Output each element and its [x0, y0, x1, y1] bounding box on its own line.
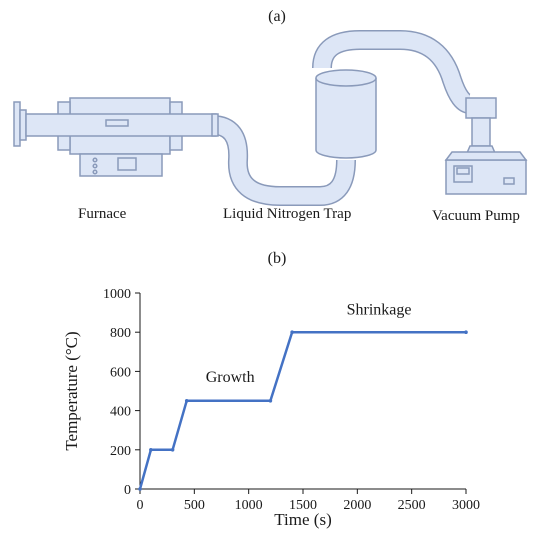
annotation-label: Shrinkage — [347, 302, 412, 319]
x-tick-label: 1000 — [235, 498, 263, 513]
pump-caption: Vacuum Pump — [432, 208, 520, 224]
pump-top — [444, 151, 528, 161]
data-point — [464, 330, 468, 335]
furnace-caption: Furnace — [78, 206, 127, 222]
x-tick-label: 3000 — [452, 498, 480, 513]
x-axis-title: Time (s) — [274, 510, 331, 529]
data-point — [290, 330, 294, 335]
furnace-end-plate — [19, 109, 27, 141]
pump-head — [465, 97, 497, 119]
data-point — [268, 399, 273, 403]
x-tick-label: 500 — [184, 498, 205, 513]
furnace-display — [117, 157, 137, 171]
panel-a-label: (a) — [268, 8, 286, 25]
furnace-tube-window — [105, 119, 129, 127]
furnace-tube-end — [211, 113, 219, 137]
y-tick-label: 600 — [110, 365, 131, 380]
pump-neck — [471, 117, 491, 147]
pump-hose-core — [313, 31, 472, 113]
furnace-end-cap — [13, 101, 21, 147]
temperature-series-line — [138, 330, 466, 490]
data-point — [149, 448, 153, 452]
y-tick-label: 1000 — [103, 287, 131, 302]
furnace-knob — [92, 169, 98, 175]
y-axis-title: Temperature (°C) — [62, 331, 81, 450]
x-tick-label: 1500 — [289, 498, 317, 513]
annotation-label: Growth — [206, 369, 255, 386]
data-point — [138, 487, 142, 491]
pump-switch — [503, 177, 515, 185]
x-tick-label: 2500 — [398, 498, 426, 513]
trap-hose-core — [211, 116, 355, 205]
apparatus-diagram — [13, 30, 528, 206]
trap-caption: Liquid Nitrogen Trap — [223, 206, 352, 222]
x-tick-label: 2000 — [343, 498, 371, 513]
x-tick-label: 0 — [137, 498, 144, 513]
data-point — [184, 399, 189, 403]
panel-b-label: (b) — [267, 250, 287, 267]
y-tick-label: 200 — [110, 444, 131, 459]
data-point — [170, 448, 175, 452]
y-tick-label: 0 — [124, 483, 131, 498]
trap-cylinder — [315, 78, 377, 159]
pump-indicator — [456, 167, 470, 175]
y-tick-label: 800 — [110, 326, 131, 341]
trap-top — [315, 69, 377, 87]
furnace-knob — [92, 163, 98, 169]
furnace-knob — [92, 157, 98, 163]
y-tick-label: 400 — [110, 405, 131, 420]
